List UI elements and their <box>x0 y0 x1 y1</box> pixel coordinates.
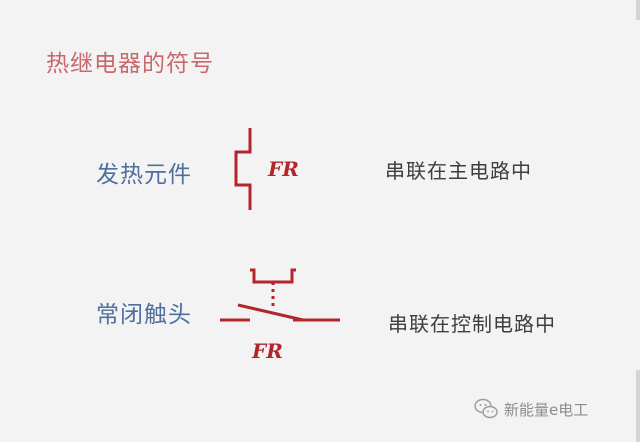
scroll-edge-lower <box>636 370 640 442</box>
watermark-text: 新能量e电工 <box>504 400 589 419</box>
nc-contact-description: 串联在控制电路中 <box>388 312 556 336</box>
watermark: 新能量e电工 <box>474 398 588 420</box>
scroll-edge <box>636 0 640 20</box>
page-title: 热继电器的符号 <box>46 51 214 77</box>
heating-element-fr-text: FR <box>267 157 299 181</box>
nc-contact-label: 常闭触头 <box>96 302 192 328</box>
heating-element-description: 串联在主电路中 <box>385 159 532 183</box>
heating-element-label: 发热元件 <box>96 162 192 188</box>
nc-contact-fr-text: FR <box>251 339 283 363</box>
nc-contact-symbol <box>220 268 340 322</box>
wechat-icon <box>474 398 498 419</box>
heating-element-symbol <box>234 128 252 210</box>
